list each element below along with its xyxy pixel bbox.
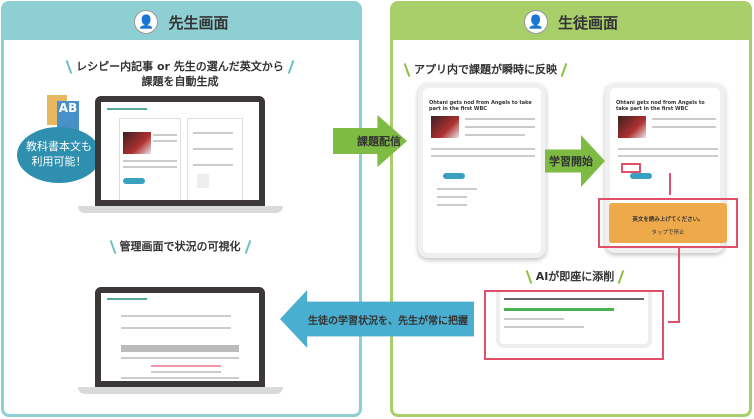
bubble-line2: 利用可能！ — [31, 155, 87, 168]
teacher-avatar-icon: 👤 — [134, 10, 159, 34]
teacher-header: 👤 先生画面 — [4, 4, 359, 40]
orange-reading-panel[interactable]: 英文を読み上げてください。 タップで停止 — [609, 203, 727, 243]
article-title: Ohtani gets nod from Angels to take part… — [429, 100, 532, 112]
student-title: 生徒画面 — [557, 13, 618, 32]
deliver-label: 課題配信 — [357, 135, 401, 148]
orange-highlight-box: 英文を読み上げてください。 タップで停止 — [598, 198, 738, 248]
feedback-label: 生徒の学習状況を、先生が常に把握 — [308, 315, 468, 327]
orange-stop[interactable]: タップで停止 — [651, 230, 685, 236]
student-avatar-icon: 👤 — [523, 10, 548, 34]
teacher-caption-top: レシピー内記事 or 先生の選んだ英文から 課題を自動生成 — [30, 59, 330, 89]
connector-arrow — [631, 173, 671, 195]
student-caption-ai: AIが即座に添削 — [520, 269, 630, 285]
caption-ai-text: AIが即座に添削 — [535, 270, 615, 283]
teacher-laptop-base — [78, 206, 283, 213]
admin-laptop-base — [78, 387, 283, 394]
highlight-record-button — [621, 163, 641, 173]
caption-top-text: アプリ内で課題が瞬時に反映 — [414, 63, 557, 76]
student-caption-top: アプリ内で課題が瞬時に反映 — [400, 62, 580, 78]
article-title-2: Ohtani gets nod from Angels to take part… — [616, 100, 705, 112]
teacher-laptop-screen — [95, 96, 265, 206]
speech-bubble: 教科書本文も 利用可能！ — [17, 127, 101, 183]
student-header: 👤 生徒画面 — [393, 4, 749, 40]
return-connector — [668, 248, 680, 323]
ai-correction-box — [484, 290, 664, 360]
textbook-icon: AB — [47, 95, 80, 131]
teacher-caption-bottom: 管理画面で状況の可視化 — [80, 239, 280, 255]
caption-line1: レシピー内記事 or 先生の選んだ英文から — [76, 60, 284, 73]
orange-prompt: 英文を読み上げてください。 — [632, 217, 704, 223]
caption-line2: 課題を自動生成 — [141, 75, 219, 88]
caption-bottom-text: 管理画面で状況の可視化 — [119, 240, 241, 253]
bubble-line1: 教科書本文も — [26, 140, 92, 153]
admin-laptop-screen — [95, 287, 265, 387]
student-tablet-1: Ohtani gets nod from Angels to take part… — [418, 83, 546, 258]
start-label: 学習開始 — [549, 155, 593, 168]
teacher-title: 先生画面 — [168, 13, 229, 32]
